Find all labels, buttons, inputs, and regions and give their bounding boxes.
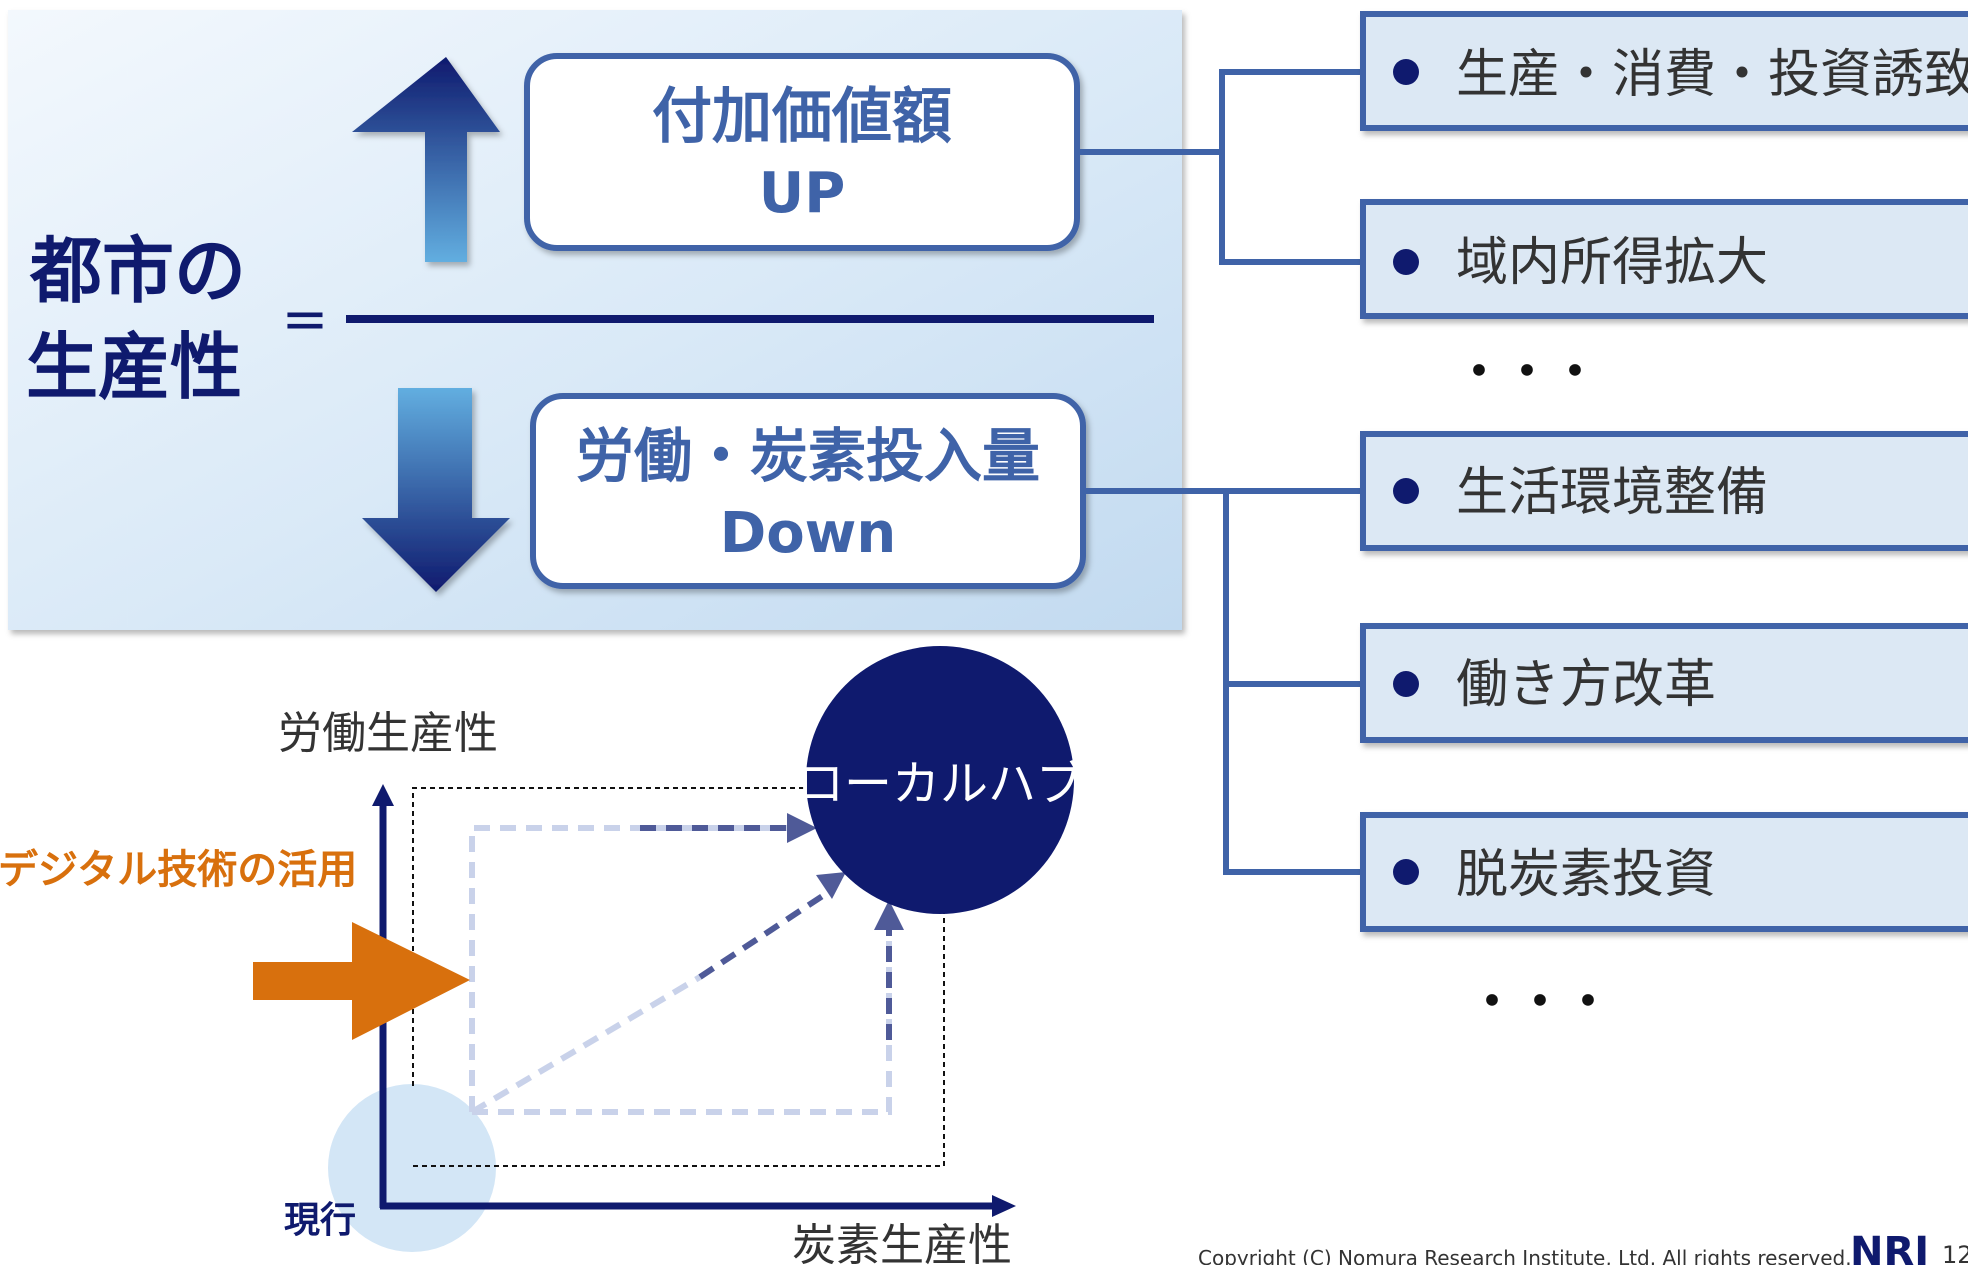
bullet-icon — [1393, 859, 1419, 885]
lower-list-ellipsis: ・・・ — [1468, 974, 1612, 1030]
lhs-line1: 都市の — [29, 229, 246, 313]
outer-dotted-frame — [412, 787, 813, 1086]
lower-list-label: 働き方改革 — [1456, 655, 1716, 715]
upper-list-item: 生産・消費・投資誘致 — [1360, 11, 1968, 131]
upper-list-label: 生産・消費・投資誘致 — [1456, 45, 1968, 105]
current-state-circle — [328, 1084, 496, 1252]
arrowhead-icon — [787, 813, 817, 843]
outer-dotted-frame-bottom — [413, 910, 945, 1167]
fraction-bar — [346, 315, 1154, 323]
local-hub-label: ローカルハブ — [796, 756, 1084, 812]
upper-list-item: 域内所得拡大 — [1360, 199, 1968, 319]
lower-list-item: 生活環境整備 — [1360, 431, 1968, 551]
copyright-text: Copyright (C) Nomura Research Institute,… — [1198, 1246, 1852, 1265]
arrow-to-hub-diagonal — [698, 888, 832, 980]
y-axis-arrowhead-icon — [372, 784, 394, 806]
lower-list-label: 脱炭素投資 — [1456, 845, 1716, 905]
x-axis-label: 炭素生産性 — [792, 1220, 1012, 1265]
lower-list-item: 働き方改革 — [1360, 623, 1968, 743]
lower-list-item: 脱炭素投資 — [1360, 812, 1968, 932]
diagonal-dashed-path — [470, 974, 702, 1115]
denominator-line2: Down — [720, 501, 897, 566]
bullet-icon — [1393, 478, 1419, 504]
arrowhead-icon — [874, 900, 904, 930]
arrowhead-icon — [816, 872, 846, 899]
page-number: 12 — [1942, 1241, 1968, 1265]
lhs-line2: 生産性 — [26, 325, 242, 409]
lower-connector — [1083, 488, 1362, 875]
bullet-icon — [1393, 59, 1419, 85]
bullet-icon — [1393, 249, 1419, 275]
upper-connector — [1077, 69, 1362, 265]
numerator-line1: 付加価値額 — [652, 82, 952, 152]
driver-label: デジタル技術の活用 — [0, 847, 357, 893]
up-arrow-icon — [352, 57, 500, 262]
denominator-line1: 労働・炭素投入量 — [576, 422, 1040, 490]
y-axis-label: 労働生産性 — [278, 708, 498, 759]
lower-list-label: 生活環境整備 — [1456, 463, 1768, 523]
down-arrow-icon — [362, 388, 510, 592]
x-axis-arrowhead-icon — [992, 1195, 1016, 1217]
numerator-line2: UP — [759, 161, 846, 226]
bullet-icon — [1393, 671, 1419, 697]
equals-sign: = — [282, 287, 329, 352]
inner-dashed-frame-bottom — [472, 935, 892, 1115]
upper-list-ellipsis: ・・・ — [1455, 344, 1599, 400]
upper-list-label: 域内所得拡大 — [1456, 233, 1768, 293]
nri-logo: NRI — [1850, 1229, 1929, 1265]
inner-dashed-frame — [469, 825, 795, 1112]
local-hub-circle — [806, 646, 1074, 914]
digital-driver-arrow-icon — [253, 922, 470, 1040]
origin-label: 現行 — [284, 1200, 356, 1241]
